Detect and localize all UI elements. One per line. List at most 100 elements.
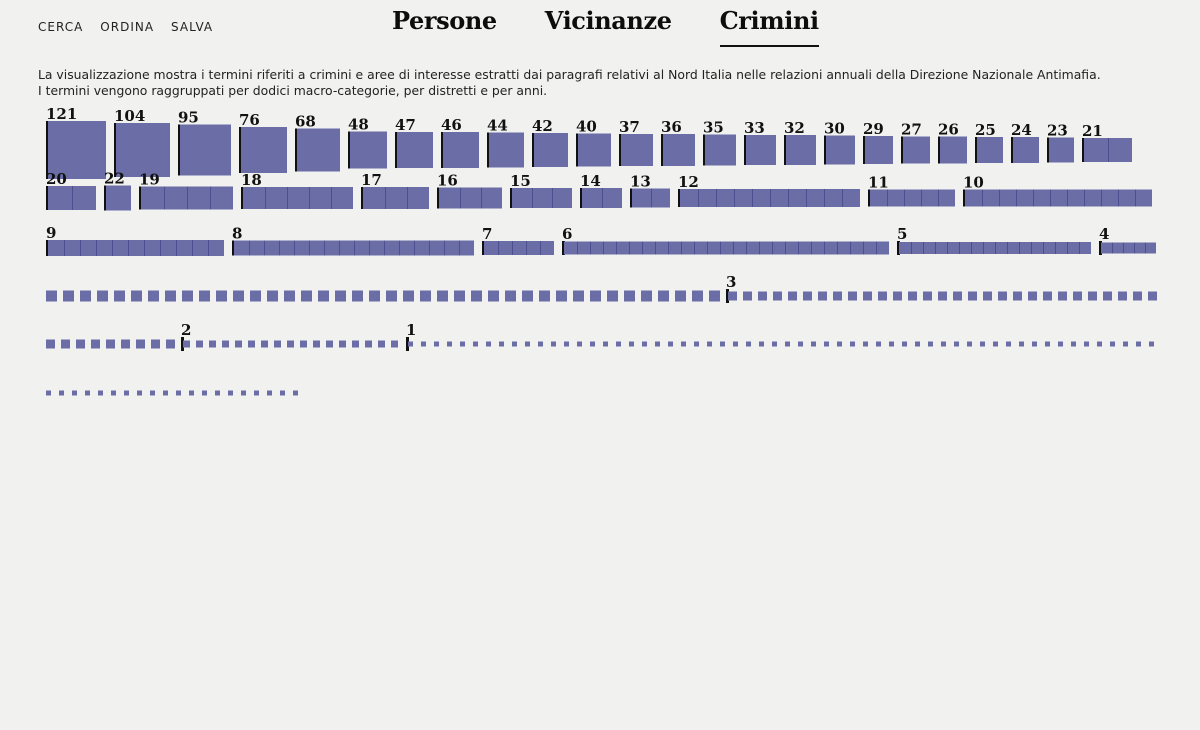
- group-label: 37: [619, 118, 640, 136]
- tab-crimini[interactable]: Crimini: [719, 6, 819, 47]
- term-square: [434, 341, 439, 347]
- term-square: [651, 188, 670, 208]
- square-divider: [811, 241, 812, 255]
- search-link[interactable]: CERCA: [38, 20, 84, 34]
- square-divider: [385, 187, 386, 209]
- group-label: 104: [114, 107, 145, 125]
- group-label: 14: [580, 172, 601, 190]
- term-square: [759, 241, 772, 255]
- square-divider: [959, 242, 960, 254]
- term-square: [837, 341, 842, 347]
- term-square: [326, 340, 333, 348]
- term-square: [85, 390, 90, 396]
- group-marker: [963, 189, 966, 207]
- term-square: [352, 290, 363, 302]
- term-square: [734, 189, 752, 207]
- square-divider: [187, 186, 188, 210]
- term-square: [261, 340, 268, 348]
- square-divider: [407, 187, 408, 209]
- group-marker: [46, 121, 49, 179]
- term-square: [189, 390, 194, 396]
- group-marker: [1082, 138, 1085, 162]
- group-marker: [239, 127, 242, 173]
- term-square: [489, 132, 524, 168]
- term-square: [577, 241, 590, 255]
- term-square: [663, 134, 695, 166]
- term-square: [196, 340, 203, 348]
- group-label: 16: [437, 172, 458, 190]
- square-divider: [733, 241, 734, 255]
- square-divider: [720, 241, 721, 255]
- group-label: 20: [46, 170, 67, 188]
- term-square: [1101, 189, 1118, 207]
- group-label: 32: [784, 119, 805, 137]
- term-square: [848, 291, 857, 301]
- term-square: [222, 340, 229, 348]
- term-square: [616, 341, 621, 347]
- group-marker: [437, 187, 440, 209]
- square-divider: [287, 187, 288, 209]
- term-square: [335, 290, 346, 302]
- term-square: [923, 242, 935, 254]
- term-square: [694, 241, 707, 255]
- term-square: [911, 242, 923, 254]
- term-square: [111, 390, 116, 396]
- group-marker: [1011, 137, 1014, 163]
- term-square: [1073, 291, 1082, 301]
- term-square: [692, 290, 703, 302]
- term-square: [248, 340, 255, 348]
- square-divider: [324, 240, 325, 256]
- term-square: [798, 341, 803, 347]
- group-label: 11: [868, 174, 889, 192]
- square-divider: [264, 240, 265, 256]
- term-square: [655, 241, 668, 255]
- square-divider: [983, 242, 984, 254]
- square-divider: [1123, 242, 1124, 254]
- term-square: [512, 188, 532, 208]
- term-square: [243, 187, 265, 209]
- term-square: [121, 339, 130, 349]
- term-square: [904, 189, 921, 207]
- term-square: [773, 291, 782, 301]
- term-square: [61, 339, 70, 349]
- term-square: [378, 340, 385, 348]
- sort-link[interactable]: ORDINA: [100, 20, 155, 34]
- term-square: [668, 341, 673, 347]
- term-square: [301, 290, 312, 302]
- square-divider: [1043, 242, 1044, 254]
- term-square: [983, 242, 995, 254]
- term-square: [743, 291, 752, 301]
- term-square: [241, 127, 287, 173]
- term-square: [1112, 242, 1123, 254]
- group-label: 7: [482, 225, 492, 243]
- group-marker: [361, 187, 364, 209]
- square-divider: [770, 189, 771, 207]
- square-divider: [1112, 242, 1113, 254]
- square-divider: [160, 240, 161, 256]
- save-link[interactable]: SALVA: [171, 20, 214, 34]
- term-square: [863, 291, 872, 301]
- term-square: [63, 290, 74, 302]
- square-divider: [824, 241, 825, 255]
- square-divider: [938, 189, 939, 207]
- term-square: [233, 290, 244, 302]
- term-square: [746, 341, 751, 347]
- term-square: [876, 241, 889, 255]
- term-square: [399, 240, 414, 256]
- term-square: [938, 189, 955, 207]
- group-marker: [441, 132, 444, 168]
- term-square: [106, 339, 115, 349]
- term-square: [733, 341, 738, 347]
- term-square: [265, 187, 287, 209]
- term-square: [144, 240, 160, 256]
- term-square: [705, 134, 736, 166]
- group-label: 121: [46, 105, 77, 123]
- term-square: [833, 291, 842, 301]
- square-divider: [331, 187, 332, 209]
- tab-persone[interactable]: Persone: [392, 6, 497, 35]
- term-square: [824, 189, 842, 207]
- tab-vicinanze[interactable]: Vicinanze: [544, 6, 672, 35]
- group-label: 17: [361, 171, 382, 189]
- term-square: [309, 187, 331, 209]
- square-divider: [1031, 242, 1032, 254]
